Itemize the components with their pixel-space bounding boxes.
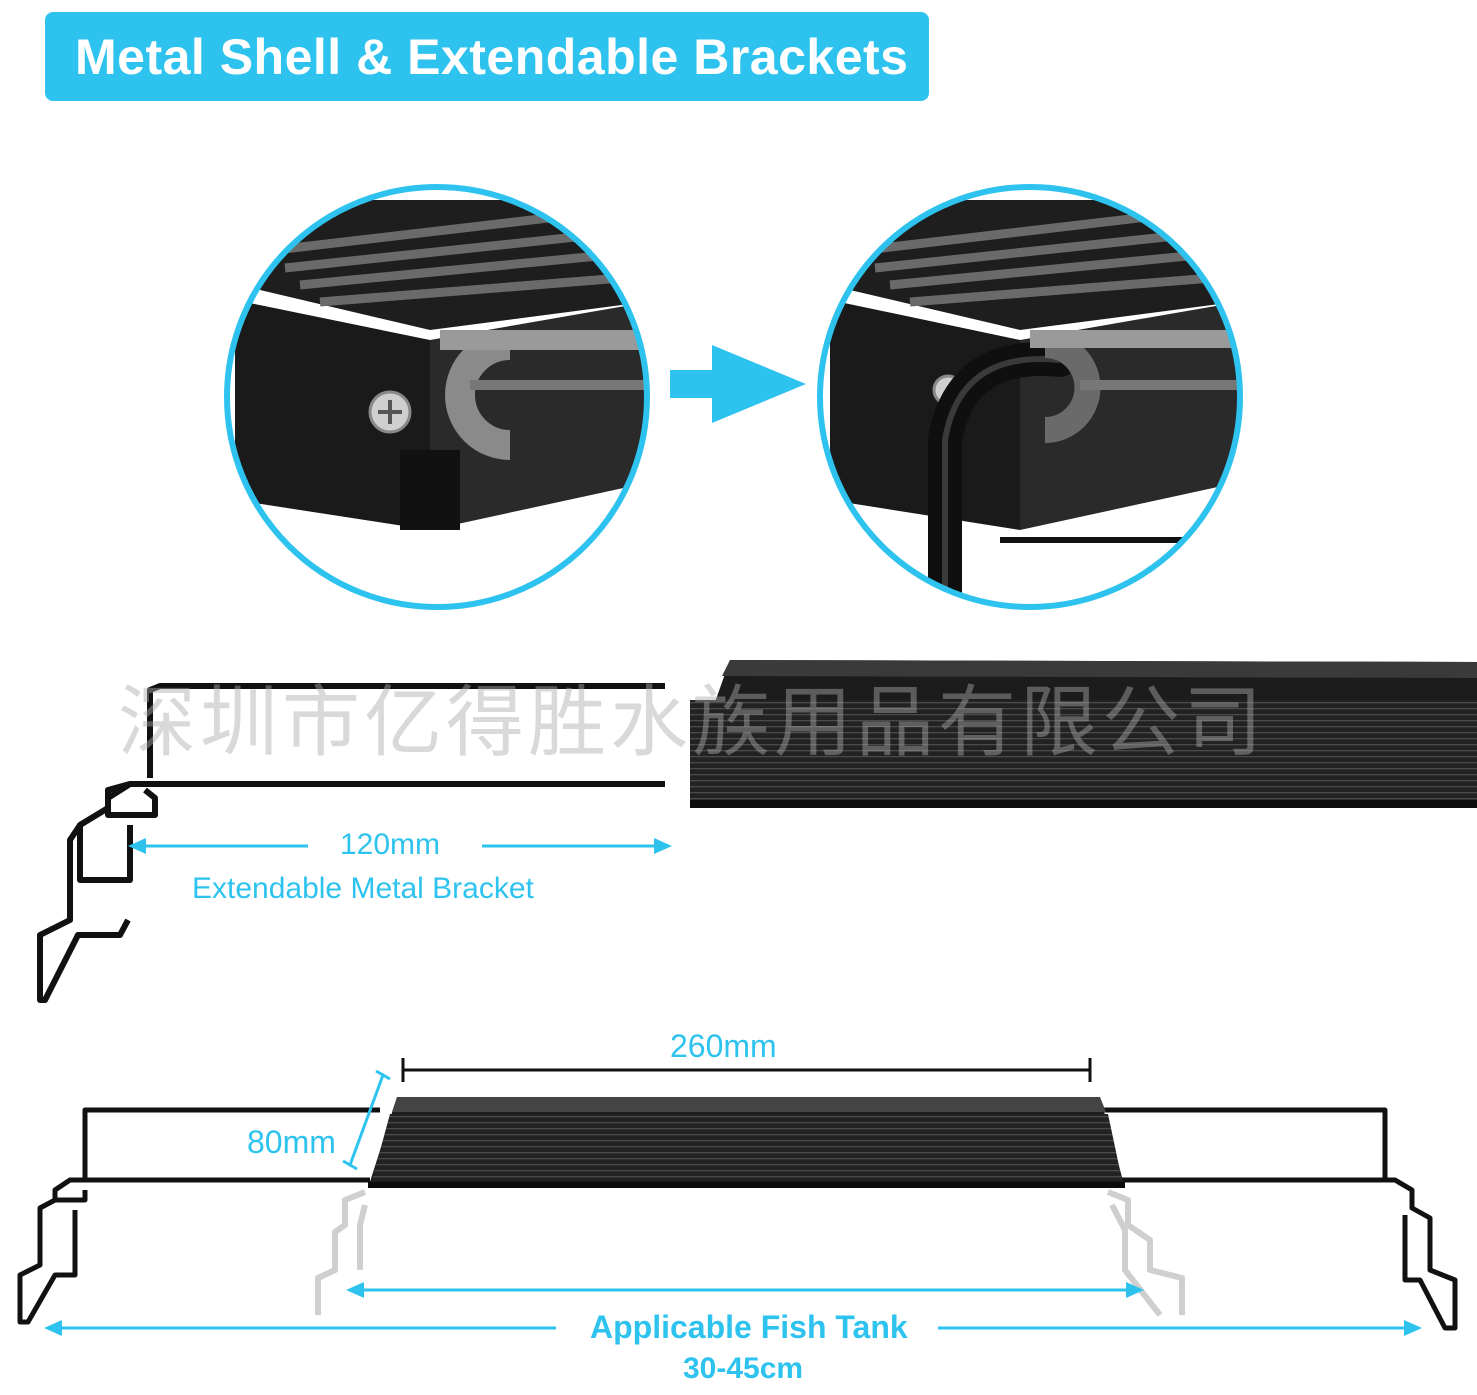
dimension-260mm [401,1058,1092,1082]
dimension-80mm [342,1069,391,1171]
dimension-tank-outer [44,1320,1422,1336]
company-watermark: 深圳市亿得胜水族用品有限公司 [118,678,1267,768]
title-banner: Metal Shell & Extendable Brackets [45,12,929,101]
extendable-bracket [37,683,665,1003]
bracket-caption: Extendable Metal Bracket [192,872,534,905]
arrow-right-icon [670,345,806,423]
closeup-left [224,184,650,610]
light-bar-side [690,660,1477,808]
tank-range: 30-45cm [683,1352,804,1385]
bracket-length-label: 120mm [340,828,441,861]
tank-label: Applicable Fish Tank [590,1309,908,1345]
dimension-120mm [128,838,672,854]
light-length-label: 260mm [670,1028,777,1064]
dimension-tank-inner [346,1282,1144,1298]
light-width-label: 80mm [247,1124,336,1160]
banner-title: Metal Shell & Extendable Brackets [75,28,909,85]
full-light-assembly [17,1097,1458,1331]
closeup-right [817,184,1243,610]
